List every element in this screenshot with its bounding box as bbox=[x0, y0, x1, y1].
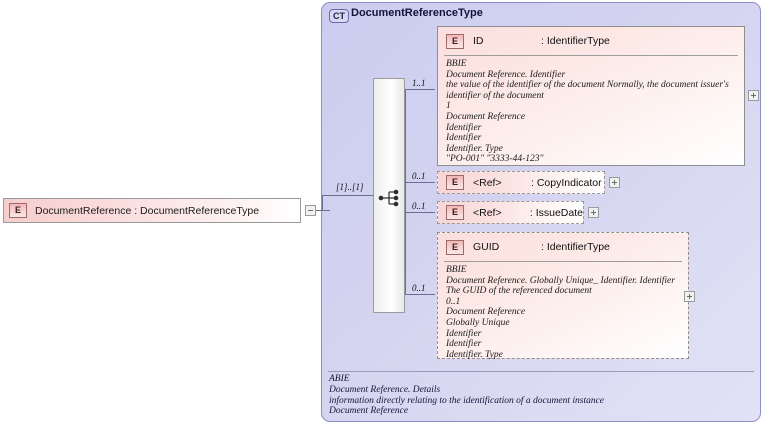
annotation-line: Document Reference. Globally Unique_ Ide… bbox=[446, 275, 675, 286]
branch-line-id bbox=[405, 89, 435, 90]
compositor-entry-line bbox=[322, 195, 377, 196]
branch-line-guid bbox=[405, 294, 435, 295]
element-box-id[interactable]: E ID : IdentifierType BBIE Document Refe… bbox=[437, 26, 745, 166]
element-name-issuedate: <Ref> bbox=[473, 206, 502, 219]
annotation-line: Identifier bbox=[446, 339, 482, 350]
annotation-line: the value of the identifier of the docum… bbox=[446, 80, 729, 91]
element-divider-id bbox=[444, 55, 738, 56]
element-box-guid[interactable]: E GUID : IdentifierType BBIE Document Re… bbox=[437, 232, 689, 360]
cardinality-issuedate: 0..1 bbox=[412, 201, 426, 211]
annotation-line: ABIE bbox=[329, 374, 350, 384]
element-type-issuedate: : IssueDate bbox=[529, 206, 583, 219]
root-collapse-toggle[interactable] bbox=[305, 205, 316, 216]
ct-entry-vline bbox=[322, 195, 323, 211]
element-divider-guid bbox=[444, 261, 682, 262]
annotation-line: Globally Unique bbox=[446, 317, 510, 328]
annotation-line: Document Reference. Details bbox=[329, 384, 441, 395]
element-type-guid: : IdentifierType bbox=[541, 241, 610, 253]
annotation-line: The GUID of the referenced document bbox=[446, 286, 592, 297]
annotation-line: Document Reference. Identifier bbox=[446, 69, 566, 80]
annotation-line: Identifier. Type bbox=[446, 349, 503, 360]
complex-type-title: DocumentReferenceType bbox=[351, 7, 483, 19]
branch-line-issuedate bbox=[405, 212, 435, 213]
cardinality-id: 1..1 bbox=[412, 78, 426, 88]
cardinality-guid: 0..1 bbox=[412, 283, 426, 293]
annotation-line: 1 bbox=[446, 101, 451, 112]
annotation-line: Document Reference bbox=[329, 406, 409, 417]
annotation-line: BBIE bbox=[446, 265, 467, 275]
annotation-line: Document Reference bbox=[446, 111, 526, 122]
element-icon: E bbox=[446, 239, 464, 255]
element-header-id: E ID : IdentifierType bbox=[438, 27, 744, 52]
cardinality-copyindicator: 0..1 bbox=[412, 171, 426, 181]
element-name-id: ID bbox=[473, 35, 484, 47]
footer-divider bbox=[328, 371, 754, 372]
ct-entry-line bbox=[322, 210, 330, 211]
branch-line-copyindicator bbox=[405, 182, 435, 183]
element-box-copyindicator[interactable]: E <Ref> : CopyIndicator bbox=[437, 171, 605, 194]
annotation-line: Identifier bbox=[446, 133, 482, 144]
complex-type-annotation: ABIE Document Reference. Details informa… bbox=[329, 374, 604, 417]
element-annotation-id: BBIE Document Reference. Identifier the … bbox=[446, 59, 744, 165]
compositor-cardinality: [1]..[1] bbox=[336, 182, 364, 192]
element-type-id: : IdentifierType bbox=[541, 35, 610, 47]
element-annotation-guid: BBIE Document Reference. Globally Unique… bbox=[446, 265, 688, 360]
element-icon: E bbox=[446, 175, 464, 190]
annotation-line: 0..1 bbox=[446, 296, 461, 307]
annotation-line: Identifier bbox=[446, 122, 482, 133]
annotation-line: Identifier bbox=[446, 328, 482, 339]
expand-toggle-id[interactable] bbox=[748, 90, 759, 101]
root-element-box[interactable]: E DocumentReference : DocumentReferenceT… bbox=[3, 198, 301, 223]
element-box-issuedate[interactable]: E <Ref> : IssueDate bbox=[437, 201, 584, 224]
sequence-icon-svg bbox=[378, 189, 399, 207]
element-name-copyindicator: <Ref> bbox=[473, 176, 502, 189]
branch-trunk bbox=[405, 89, 406, 294]
element-name-guid: GUID bbox=[473, 241, 500, 253]
expand-toggle-issuedate[interactable] bbox=[588, 207, 599, 218]
annotation-line: "PO-001" "3333-44-123" bbox=[446, 154, 544, 165]
complex-type-badge: CT bbox=[329, 6, 349, 24]
root-element-label: DocumentReference : DocumentReferenceTyp… bbox=[35, 204, 260, 217]
expand-toggle-guid[interactable] bbox=[684, 291, 695, 302]
element-icon: E bbox=[446, 33, 464, 49]
element-header-guid: E GUID : IdentifierType bbox=[438, 233, 688, 258]
element-icon: E bbox=[9, 203, 27, 218]
annotation-line: Document Reference bbox=[446, 307, 526, 318]
annotation-line: BBIE bbox=[446, 59, 467, 69]
annotation-line: information directly relating to the ide… bbox=[329, 395, 605, 406]
annotation-line: identifier of the document bbox=[446, 90, 544, 101]
ct-badge-label: CT bbox=[329, 9, 349, 23]
element-type-copyindicator: : CopyIndicator bbox=[531, 176, 602, 189]
element-icon: E bbox=[446, 205, 464, 220]
root-connector-line bbox=[316, 210, 322, 211]
expand-toggle-copyindicator[interactable] bbox=[609, 177, 620, 188]
annotation-line: Identifier. Type bbox=[446, 143, 503, 154]
sequence-compositor-icon bbox=[378, 189, 402, 207]
